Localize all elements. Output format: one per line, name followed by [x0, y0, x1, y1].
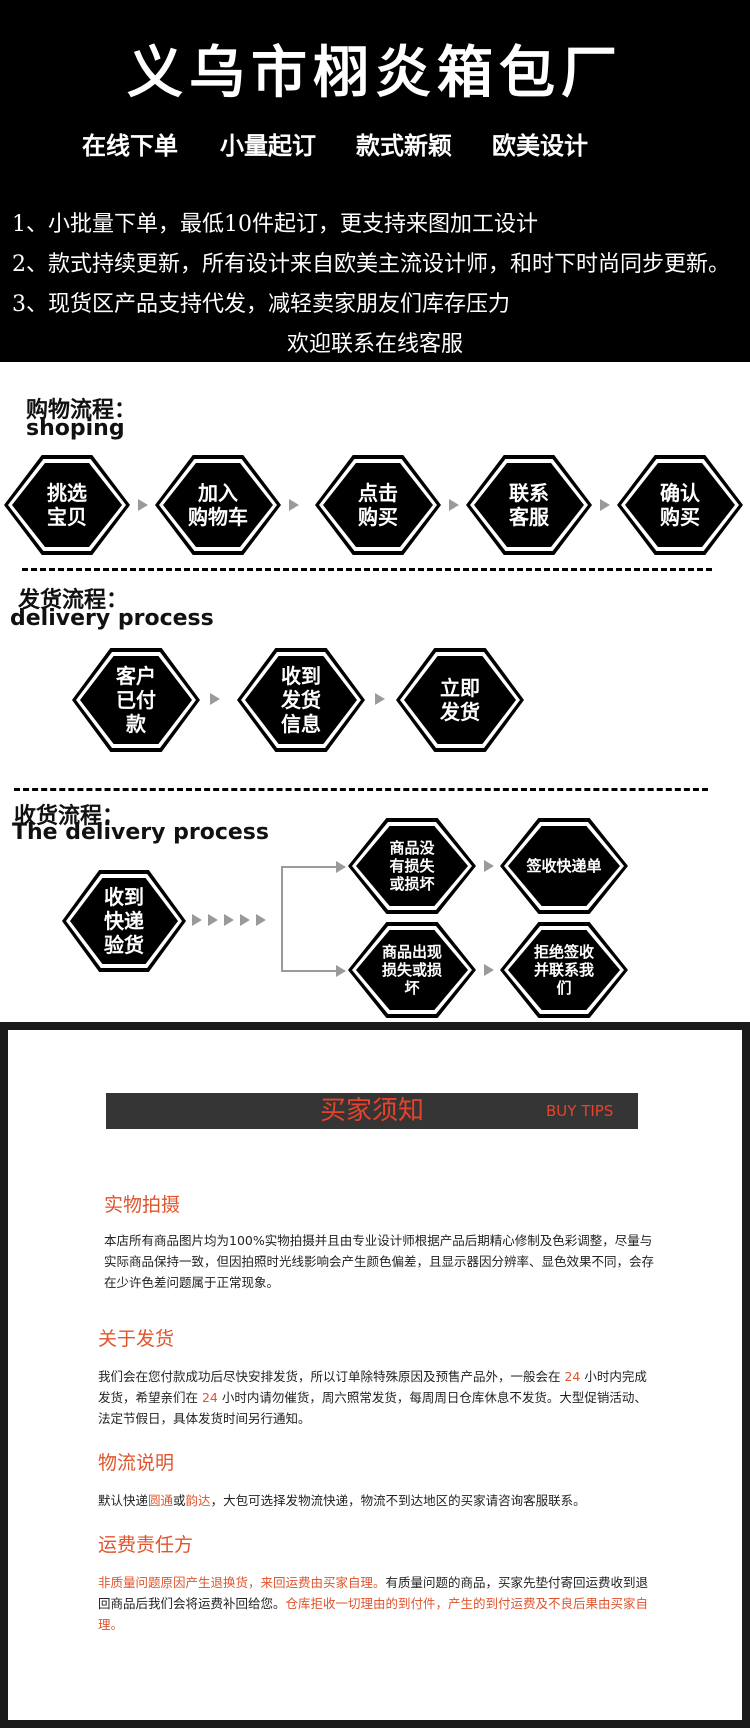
shopping-step-3-label: 点击购买: [323, 463, 433, 547]
receiving-bad-check-label: 商品出现损失或损坏: [356, 930, 468, 1010]
branch-bottom: [281, 970, 339, 972]
receiving-ok-result: 签收快递单: [500, 818, 628, 914]
tip-photo-text: 本店所有商品图片均为100%实物拍摄并且由专业设计师根据产品后期精心修制及色彩调…: [104, 1233, 655, 1290]
delivery-title-en: delivery process: [10, 606, 214, 631]
shopping-step-1: 挑选宝贝: [4, 455, 130, 555]
shopping-step-3: 点击购买: [315, 455, 441, 555]
delivery-step-3-label: 立即发货: [404, 656, 516, 744]
tips-panel: [8, 1030, 742, 1720]
delivery-step-2-label: 收到发货信息: [245, 656, 357, 744]
header-banner: [0, 0, 750, 362]
shopping-step-2-label: 加入购物车: [163, 463, 273, 547]
highlight-yto: 圆通: [148, 1493, 174, 1508]
contact-line: 欢迎联系在线客服: [286, 332, 463, 357]
receiving-title-cn: 收货流程：: [14, 804, 125, 829]
delivery-step-1-label: 客户已付款: [80, 656, 192, 744]
tips-title-en: BUY TIPS: [546, 1102, 614, 1120]
branch-vertical: [281, 866, 283, 972]
tag-euro-design: 欧美设计: [492, 132, 588, 160]
shopping-step-5-label: 确认购买: [625, 463, 735, 547]
branch-bottom-arrow: [336, 965, 346, 977]
shopping-step-4-label: 联系客服: [474, 463, 584, 547]
note-3: 3、现货区产品支持代发，减轻卖家朋友们库存压力: [12, 292, 510, 317]
tip-shipping-text: 我们会在您付款成功后尽快安排发货，所以订单除特殊原因及预售产品外，一般会在 24…: [98, 1369, 647, 1426]
tip-shipping-heading: 关于发货: [98, 1328, 175, 1350]
bad-arrow: [484, 964, 494, 976]
shopping-arrow-2: [289, 499, 299, 511]
shopping-arrow-1: [138, 499, 148, 511]
shopping-arrow-4: [600, 499, 610, 511]
receiving-chain-arrow-2: [208, 914, 218, 926]
tag-online-order: 在线下单: [82, 132, 178, 160]
receiving-chain-arrow-3: [224, 914, 234, 926]
receiving-chain-arrow-4: [240, 914, 250, 926]
receiving-start: 收到快递验货: [62, 870, 186, 972]
shop-name: 义乌市栩炎箱包厂: [127, 41, 623, 106]
shopping-step-4: 联系客服: [466, 455, 592, 555]
divider-1: [22, 568, 712, 571]
tag-new-style: 款式新颖: [356, 132, 452, 160]
shopping-title-cn: 购物流程：: [26, 398, 137, 423]
highlight-24h-1: 24: [564, 1369, 581, 1384]
receiving-start-label: 收到快递验货: [70, 878, 178, 964]
tip-logistics-heading: 物流说明: [98, 1452, 175, 1474]
shopping-step-2: 加入购物车: [155, 455, 281, 555]
receiving-bad-result: 拒绝签收并联系我们: [500, 922, 628, 1018]
tip-photo-heading: 实物拍摄: [104, 1194, 181, 1216]
delivery-title-cn: 发货流程：: [18, 588, 129, 613]
receiving-chain-arrow-1: [192, 914, 202, 926]
tag-small-moq: 小量起订: [220, 132, 316, 160]
shopping-title-en: shoping: [26, 416, 125, 441]
note-2: 2、款式持续更新，所有设计来自欧美主流设计师，和时下时尚同步更新。: [12, 252, 730, 277]
tip-freight-text: 非质量问题原因产生退换货，来回运费由买家自理。有质量问题的商品，买家先垫付寄回运…: [98, 1575, 649, 1632]
divider-2: [14, 788, 708, 791]
shopping-step-5: 确认购买: [617, 455, 743, 555]
receiving-title-en: The delivery process: [12, 820, 269, 845]
delivery-step-3: 立即发货: [396, 648, 524, 752]
ok-arrow: [484, 860, 494, 872]
delivery-arrow-2: [375, 693, 385, 705]
receiving-ok-result-label: 签收快递单: [508, 826, 620, 906]
note-1: 1、小批量下单，最低10件起订，更支持来图加工设计: [12, 212, 538, 237]
delivery-arrow-1: [210, 693, 220, 705]
tips-title-bar: [106, 1093, 638, 1129]
shopping-step-1-label: 挑选宝贝: [12, 463, 122, 547]
shopping-arrow-3: [449, 499, 459, 511]
highlight-24h-2: 24: [201, 1390, 218, 1405]
tip-logistics-text: 默认快递圆通或韵达，大包可选择发物流快递，物流不到达地区的买家请咨询客服联系。: [98, 1493, 586, 1508]
receiving-bad-result-label: 拒绝签收并联系我们: [508, 930, 620, 1010]
delivery-step-1: 客户已付款: [72, 648, 200, 752]
highlight-yunda: 韵达: [185, 1493, 211, 1508]
receiving-ok-check: 商品没有损失或损坏: [348, 818, 476, 914]
branch-top-arrow: [336, 861, 346, 873]
receiving-bad-check: 商品出现损失或损坏: [348, 922, 476, 1018]
receiving-chain-arrow-5: [256, 914, 266, 926]
receiving-ok-check-label: 商品没有损失或损坏: [356, 826, 468, 906]
delivery-step-2: 收到发货信息: [237, 648, 365, 752]
branch-top: [281, 866, 339, 868]
tip-freight-heading: 运费责任方: [98, 1534, 194, 1556]
tips-title-cn: 买家须知: [319, 1096, 424, 1126]
